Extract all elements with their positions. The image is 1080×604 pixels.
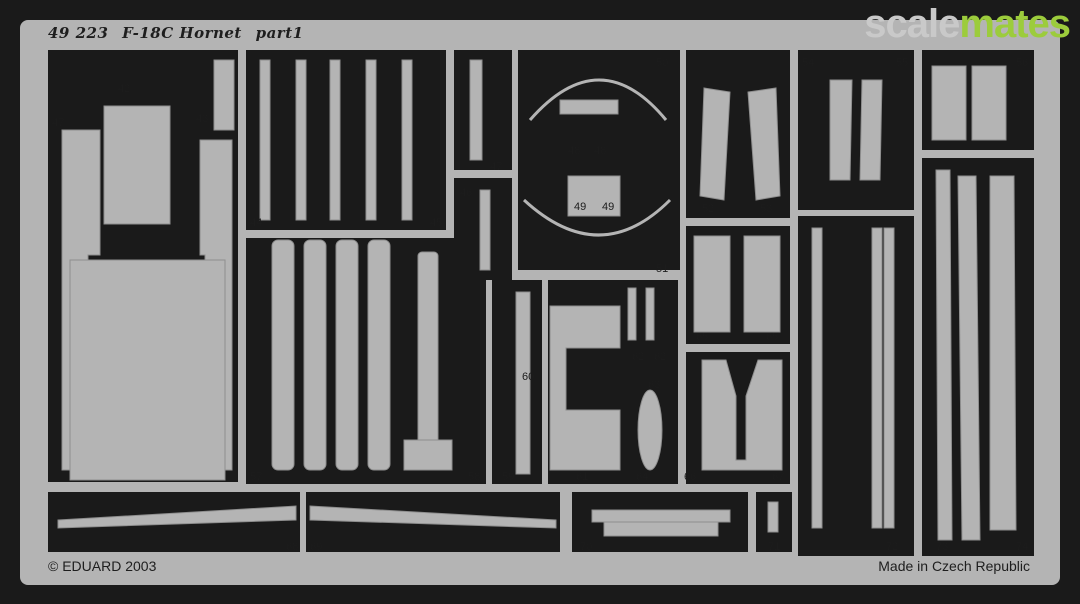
part-number: 73 xyxy=(936,541,948,553)
part-number-labels: 47 42 43 44 45 46 47 48 48 49 49 50 51 5… xyxy=(52,57,1028,553)
part-number: 72 xyxy=(886,541,898,553)
part-number: 58 xyxy=(468,471,480,483)
part-number: 46 xyxy=(460,187,472,199)
part-number: 52 xyxy=(702,203,714,215)
part-number: 60 xyxy=(522,371,534,383)
watermark-logo: scalemates xyxy=(864,2,1071,47)
watermark-part-b: mates xyxy=(959,2,1071,46)
part-number: 62 xyxy=(654,351,666,363)
part-shapes xyxy=(57,59,1017,541)
part-number: 57 xyxy=(250,471,262,483)
part-number: 50 xyxy=(656,57,668,69)
part-number: 59 xyxy=(502,471,514,483)
part-number: 48 xyxy=(568,145,580,157)
part-number: 54 xyxy=(802,57,814,69)
part-number: 43 xyxy=(196,113,208,125)
part-number: 65 xyxy=(766,331,778,343)
part-number: 47 xyxy=(52,117,64,129)
part-number: 48 xyxy=(594,145,606,157)
part-number: 66 xyxy=(684,471,696,483)
part-number: 42 xyxy=(118,83,130,95)
part-number: 56 xyxy=(1016,57,1028,69)
product-code: 49 223 xyxy=(48,24,109,42)
part-number: 69 xyxy=(310,541,322,553)
origin-label: Made in Czech Republic xyxy=(878,558,1030,574)
part-number: 70 xyxy=(580,541,592,553)
fret-header: 49 223 F-18C Hornet part1 xyxy=(48,24,312,42)
part-number: 49 xyxy=(602,201,614,213)
part-number: 47 xyxy=(490,161,502,173)
part-number: 62 xyxy=(632,351,644,363)
part-number: 63 xyxy=(648,379,660,391)
part-number: 49 xyxy=(574,201,586,213)
model-name: F-18C Hornet xyxy=(122,24,242,42)
watermark-part-a: scale xyxy=(864,2,960,46)
sheet-label: part1 xyxy=(255,24,304,42)
copyright-label: © EDUARD 2003 xyxy=(48,558,157,574)
part-number: 64 xyxy=(636,471,648,483)
part-number: 61 xyxy=(576,471,588,483)
part-number: 74 xyxy=(1016,541,1028,553)
part-number: 53 xyxy=(760,203,772,215)
part-number: 68 xyxy=(286,541,298,553)
part-number: 55 xyxy=(896,57,908,69)
part-number: 71 xyxy=(768,541,780,553)
part-number: 51 xyxy=(656,263,668,275)
part-number: 44 xyxy=(250,217,262,229)
part-number: 45 xyxy=(430,217,442,229)
part-number: 65 xyxy=(696,331,708,343)
part-number: 67 xyxy=(772,471,784,483)
